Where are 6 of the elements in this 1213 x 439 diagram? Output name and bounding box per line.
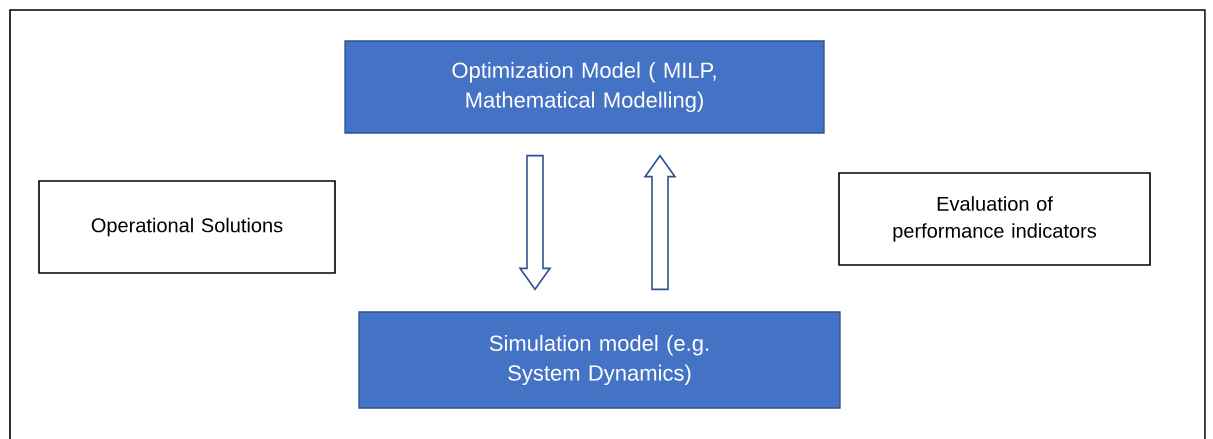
text-box: Evaluation of performance indicators [838, 172, 1151, 266]
block-arrow [518, 154, 552, 291]
model-box: Simulation model (e.g. System Dynamics) [358, 311, 841, 409]
block-arrow [643, 154, 677, 291]
model-box: Optimization Model ( MILP, Mathematical Modelling) [344, 40, 825, 134]
text-box: Operational Solutions [38, 180, 336, 274]
